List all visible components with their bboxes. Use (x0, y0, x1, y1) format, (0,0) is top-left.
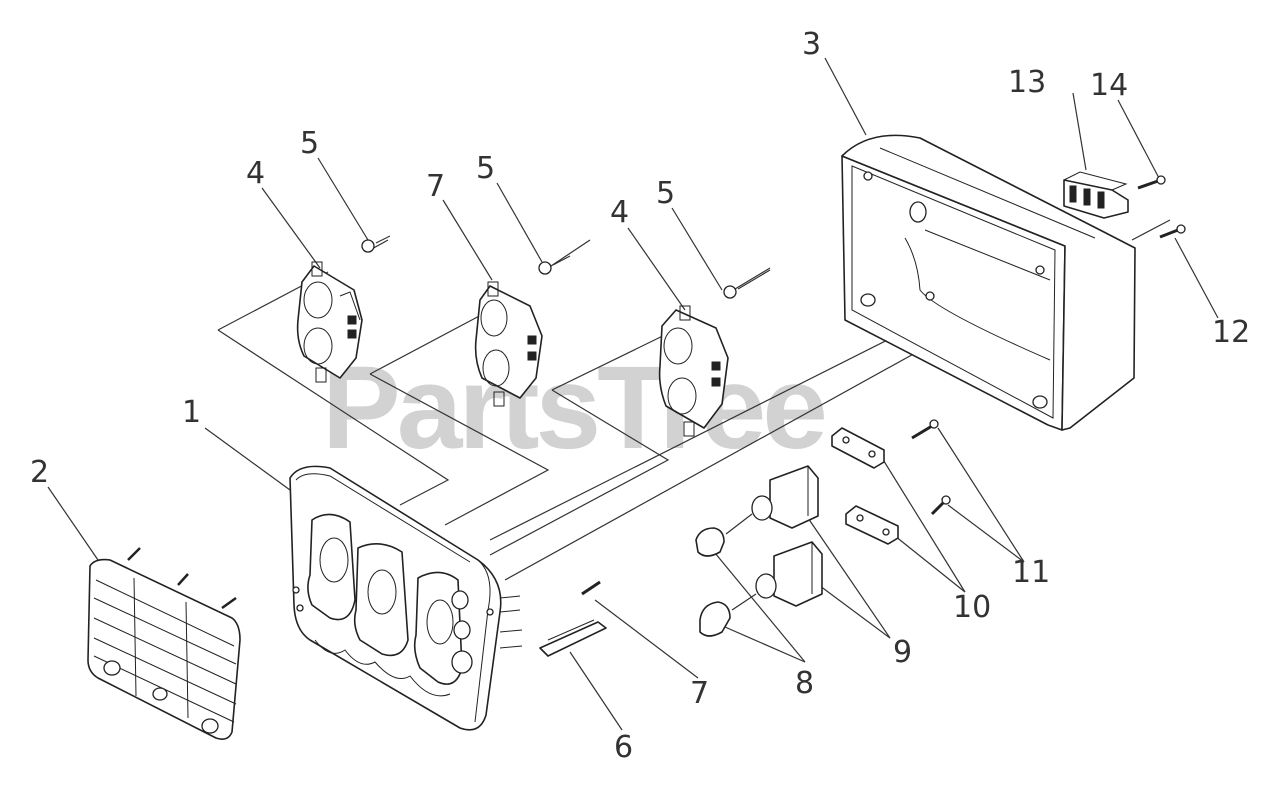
callout-2: 2 (30, 455, 49, 490)
screw-14 (1137, 175, 1166, 190)
receptacle-left (296, 261, 363, 383)
callout-8: 8 (795, 666, 814, 701)
callout-5-right: 5 (656, 176, 675, 211)
callout-5-middle: 5 (476, 151, 495, 186)
callout-11: 11 (1012, 555, 1050, 590)
callout-3: 3 (802, 27, 821, 62)
cap-lower (699, 593, 757, 637)
washer-5-left (361, 235, 391, 253)
breaker-upper (751, 465, 819, 529)
callout-13: 13 (1008, 65, 1046, 100)
rear-housing-box (841, 134, 1136, 431)
terminal-block (1063, 171, 1129, 219)
screw-11-upper (911, 419, 939, 440)
wiring-paths (217, 239, 771, 556)
leader-lines (47, 57, 1219, 731)
screw-12 (1159, 224, 1186, 239)
jumper-bar-6 (539, 619, 607, 657)
callout-9: 9 (893, 635, 912, 670)
callout-labels: 1 2 3 4 4 5 5 5 6 7 7 8 9 10 11 12 13 14 (30, 27, 1250, 765)
callout-6: 6 (614, 730, 633, 765)
callout-12: 12 (1212, 315, 1250, 350)
callout-7-top: 7 (426, 169, 445, 204)
callout-4-left: 4 (246, 156, 265, 191)
control-panel (289, 465, 523, 731)
receptacle-middle (474, 281, 543, 407)
callout-14: 14 (1090, 68, 1128, 103)
cap-upper (695, 513, 753, 557)
washer-5-middle (538, 255, 571, 275)
breaker-lower (755, 541, 823, 607)
callout-4-right: 4 (610, 195, 629, 230)
callout-10: 10 (953, 590, 991, 625)
partstree-watermark: PartsTree (322, 342, 824, 474)
cover-plate (87, 547, 241, 740)
receptacle-right (658, 305, 729, 437)
bar-10-lower (845, 505, 899, 545)
callout-5-left: 5 (300, 126, 319, 161)
callout-1: 1 (182, 395, 201, 430)
screw-11-lower (930, 495, 951, 516)
bar-10-upper (831, 427, 885, 469)
washer-5-right (723, 269, 771, 299)
screw-7 (581, 580, 601, 596)
callout-7-bottom: 7 (690, 676, 709, 711)
